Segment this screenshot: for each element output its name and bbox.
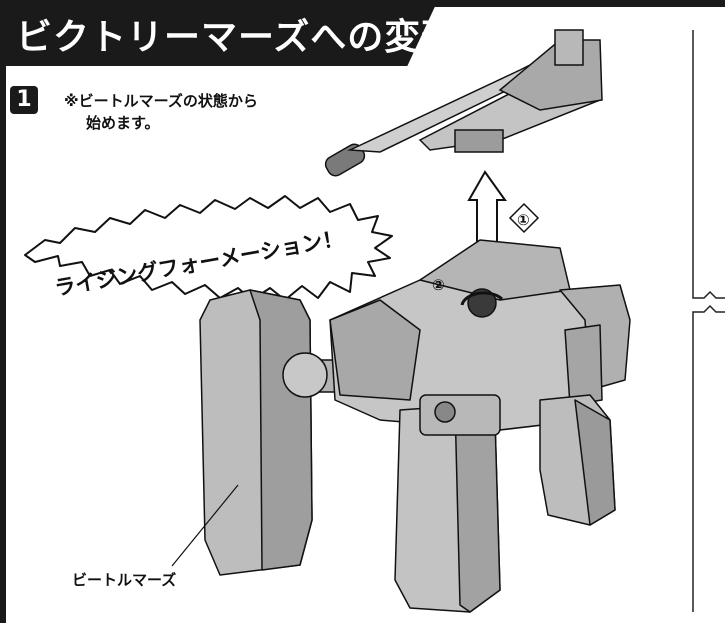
header-tab [0, 0, 438, 66]
marker-1-label: ① [517, 211, 530, 229]
marker-1-diamond [508, 202, 540, 234]
burst-bubble [24, 195, 393, 301]
marker-2-label: ② [432, 276, 445, 294]
step-note-line1: ※ビートルマーズの状態から [64, 92, 258, 110]
robot-beetle-mars [199, 239, 631, 613]
step-note: ※ビートルマーズの状態から 始めます。 [64, 90, 258, 134]
rifle-part [324, 29, 603, 177]
page-title: ビクトリーマーズへの変形 [16, 17, 459, 58]
callout-label-beetle-mars: ビートルマーズ [72, 571, 177, 589]
step-note-line2: 始めます。 [86, 114, 160, 132]
left-border-rule [0, 66, 6, 623]
right-panel-frame [692, 30, 725, 612]
step-number-badge: 1 [10, 86, 38, 114]
callout-leader [171, 484, 239, 567]
